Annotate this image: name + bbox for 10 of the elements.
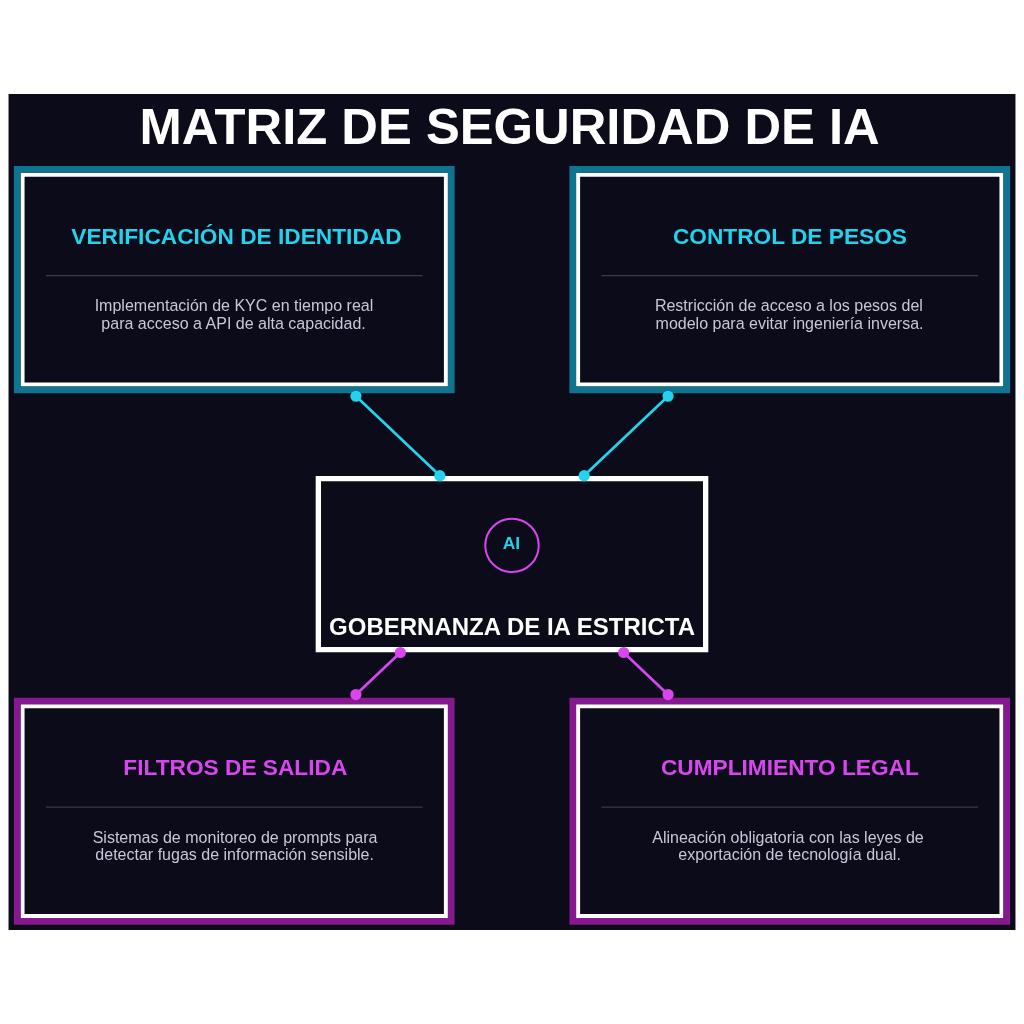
diagram-title: MATRIZ DE SEGURIDAD DE IA bbox=[139, 97, 880, 155]
connector bbox=[350, 390, 446, 482]
connector bbox=[618, 646, 674, 701]
node-box: CONTROL DE PESOS Restricción de acceso a los pesos del modelo para evitar ingeniería inversa. bbox=[569, 166, 1011, 394]
node-box: VERIFICACIÓN DE IDENTIDAD Implementación de KYC en tiempo real para acceso a API de alta capacidad. bbox=[13, 166, 455, 394]
connector bbox=[578, 390, 674, 482]
connector bbox=[350, 646, 406, 701]
node-box: CUMPLIMIENTO LEGAL Alineación obligatoria con las leyes de exportación de tecnología dual. bbox=[569, 697, 1011, 925]
node-circle: AI bbox=[484, 517, 540, 574]
node-box: FILTROS DE SALIDA Sistemas de monitoreo de prompts para detectar fugas de información sensible. bbox=[13, 697, 455, 925]
